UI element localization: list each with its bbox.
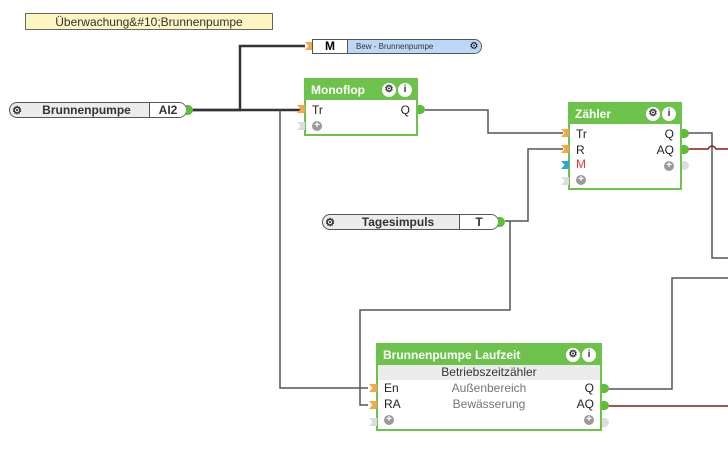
pin-aq[interactable] (682, 145, 689, 154)
pin-aq[interactable] (602, 401, 609, 410)
add-input-icon[interactable]: + (312, 121, 322, 131)
pin-en[interactable] (369, 384, 377, 392)
gear-icon[interactable]: ⚙ (325, 216, 335, 229)
wire-zaehler-aq (687, 145, 728, 150)
pin-q[interactable] (602, 384, 609, 393)
output-label: Q (664, 127, 674, 141)
block-title: Monoflop (311, 83, 365, 97)
input-code: AI2 (150, 103, 186, 117)
comment-box[interactable]: Überwachung&#10;Brunnenpumpe (25, 13, 273, 30)
add-input-icon[interactable]: + (576, 175, 586, 185)
wire-monoflop-q-to-tr (425, 109, 563, 134)
block-laufzeit[interactable]: Brunnenpumpe Laufzeit ⚙i Betriebszeitzäh… (376, 343, 602, 431)
wire-ai2-to-m (192, 44, 305, 112)
input-pin[interactable] (305, 42, 313, 50)
output-pin[interactable] (498, 217, 505, 227)
pin-tr[interactable] (297, 105, 305, 113)
input-label: RA (384, 397, 401, 411)
gear-icon[interactable]: ⚙ (467, 40, 481, 53)
block-subtitle: Betriebszeitzähler (378, 365, 600, 380)
input-label: R (576, 143, 585, 157)
add-input-icon[interactable]: + (384, 415, 394, 425)
pin-ra[interactable] (369, 401, 377, 409)
output-label: Q (400, 103, 410, 117)
input-label: M (576, 157, 586, 171)
wire-ai2-to-en (279, 110, 368, 389)
output-pin[interactable] (186, 105, 193, 115)
input-name: Brunnenpumpe (24, 103, 150, 117)
pin-m[interactable] (561, 161, 569, 169)
output-label: Q (584, 381, 594, 395)
info-icon[interactable]: i (662, 107, 676, 121)
pin-r[interactable] (561, 145, 569, 153)
pin-add-output[interactable] (602, 418, 609, 427)
add-output-icon[interactable]: + (664, 161, 674, 171)
info-icon[interactable]: i (398, 83, 412, 97)
output-label: Bew - Brunnenpumpe (348, 40, 467, 53)
pin-add[interactable] (561, 177, 569, 185)
input-description: Außenbereich (451, 381, 527, 395)
wire-t-to-r (505, 148, 563, 222)
gear-icon[interactable]: ⚙ (382, 83, 396, 97)
block-title: Zähler (575, 107, 612, 121)
pin-add[interactable] (297, 122, 305, 130)
output-code: M (313, 40, 348, 53)
input-label: Tr (312, 103, 323, 117)
wire-zaehler-q (687, 132, 728, 259)
block-monoflop[interactable]: Monoflop ⚙i Tr Q + (304, 78, 418, 136)
gear-icon[interactable]: ⚙ (566, 348, 580, 362)
input-brunnenpumpe[interactable]: ⚙ Brunnenpumpe AI2 (9, 102, 187, 118)
output-label: AQ (576, 397, 594, 411)
gear-icon[interactable]: ⚙ (12, 104, 22, 117)
add-output-icon[interactable]: + (584, 415, 594, 425)
pin-add[interactable] (369, 418, 377, 426)
output-bew-brunnenpumpe[interactable]: M Bew - Brunnenpumpe ⚙ (312, 39, 482, 54)
gear-icon[interactable]: ⚙ (646, 107, 660, 121)
pin-tr[interactable] (561, 129, 569, 137)
input-name: Tagesimpuls (337, 215, 460, 229)
input-tagesimpuls[interactable]: ⚙ Tagesimpuls T (322, 214, 499, 230)
block-zaehler[interactable]: Zähler ⚙i Tr Q R AQ M + + (568, 102, 682, 190)
wire-t-to-ra (359, 221, 511, 406)
info-icon[interactable]: i (582, 348, 596, 362)
pin-add-output[interactable] (682, 161, 689, 170)
wire-laufzeit-q (607, 277, 728, 390)
pin-q[interactable] (682, 129, 689, 138)
input-code: T (460, 215, 498, 229)
input-label: En (384, 381, 399, 395)
input-label: Tr (576, 127, 587, 141)
input-description: Bewässerung (452, 397, 526, 411)
block-title: Brunnenpumpe Laufzeit (383, 348, 521, 362)
output-label: AQ (656, 143, 674, 157)
pin-q[interactable] (418, 105, 425, 114)
